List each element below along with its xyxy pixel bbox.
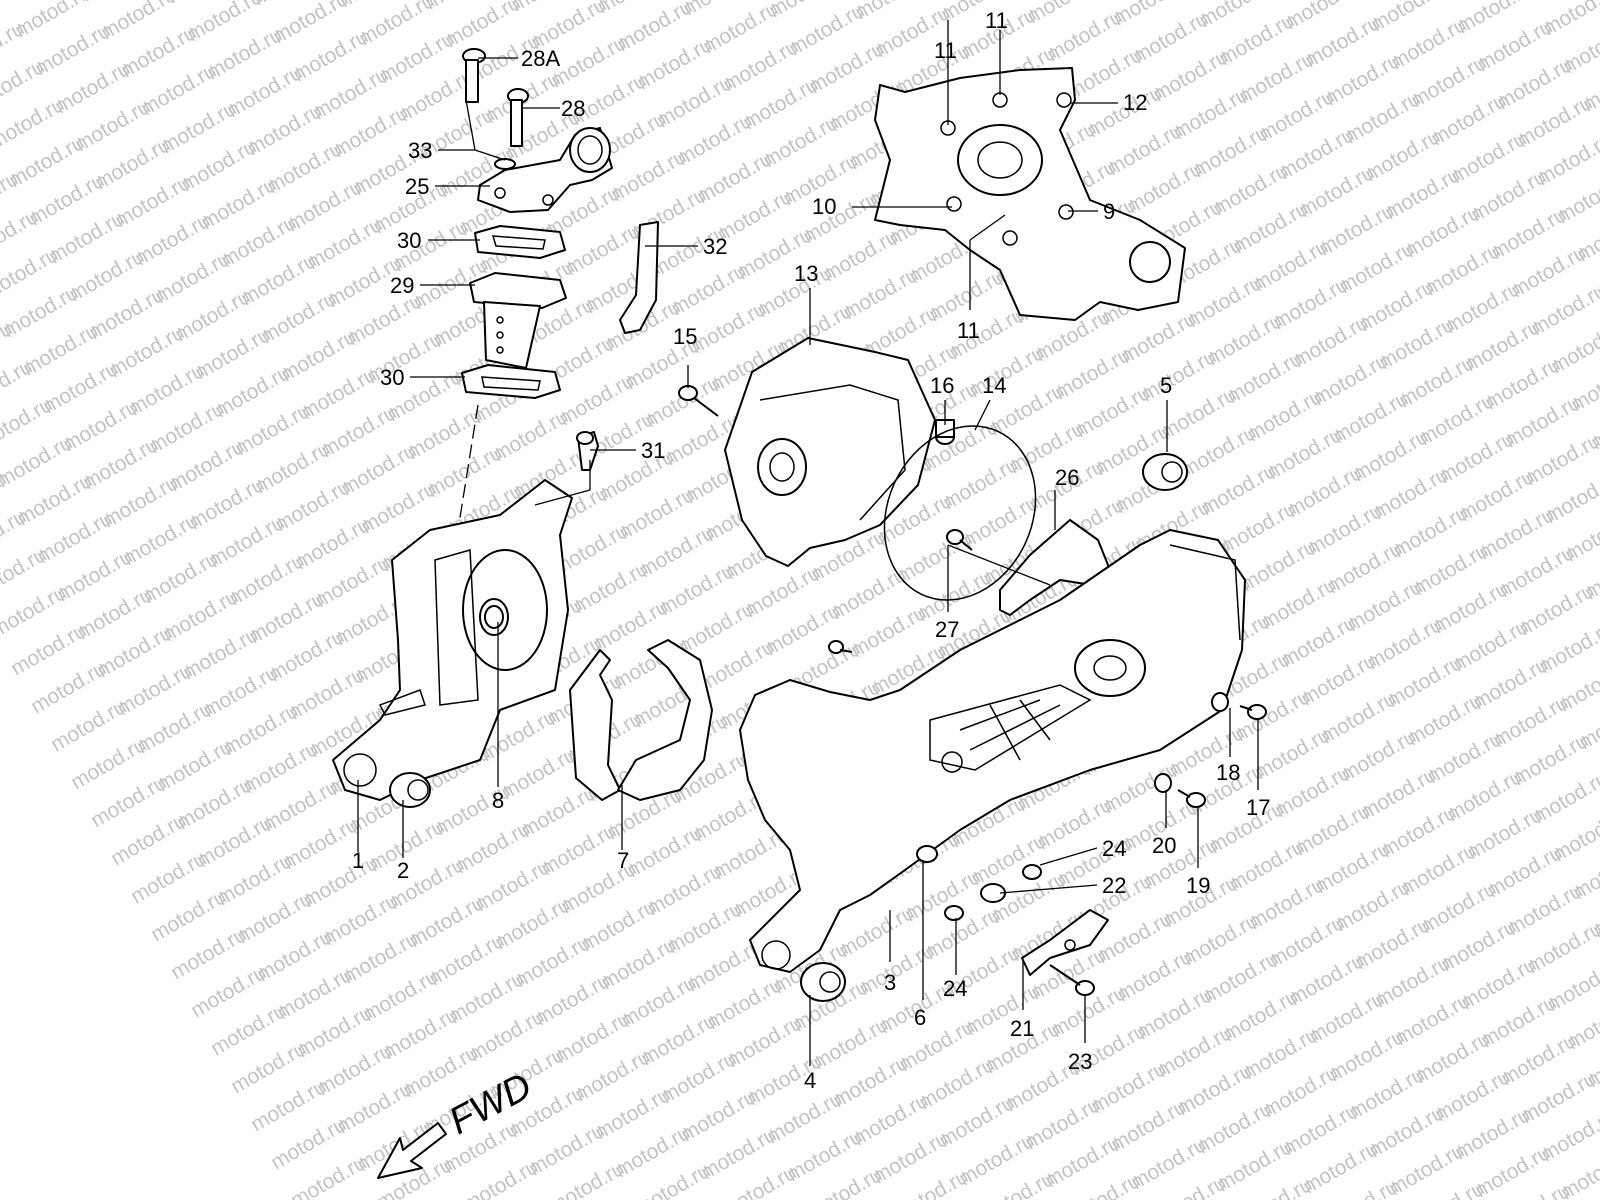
- bolt-28a: [462, 48, 486, 103]
- callout-7: 7: [617, 848, 629, 873]
- callout-32: 32: [703, 234, 727, 259]
- callout-19: 19: [1186, 873, 1210, 898]
- callout-2: 2: [397, 858, 409, 883]
- callout-11-a: 11: [934, 38, 957, 63]
- callout-8: 8: [492, 788, 504, 813]
- callout-4: 4: [804, 1068, 816, 1093]
- left-crankcase-half: [332, 479, 573, 801]
- callout-27: 27: [935, 617, 959, 642]
- bolt-17: [1239, 704, 1267, 720]
- callout-11-b: 11: [985, 8, 1008, 33]
- callout-6: 6: [914, 1005, 926, 1030]
- o-ring-14: [883, 425, 1037, 601]
- callout-21: 21: [1010, 1016, 1034, 1041]
- callout-15: 15: [673, 324, 697, 349]
- callout-9: 9: [1103, 199, 1115, 224]
- bearing-8: [484, 605, 504, 629]
- callout-14: 14: [982, 373, 1006, 398]
- bolt-23: [1049, 964, 1095, 996]
- callout-26: 26: [1055, 465, 1079, 490]
- leader-lines: [357, 20, 1259, 1066]
- callout-30-upper: 30: [397, 228, 421, 253]
- washer-20: [1154, 773, 1172, 793]
- callout-24-b: 24: [943, 976, 967, 1001]
- callout-labels: 28A 28 33 25 30 29 30 32 15 31 13 16 14 …: [352, 8, 1270, 1093]
- bolt-19: [1177, 789, 1206, 808]
- callout-30-lower: 30: [380, 365, 404, 390]
- callout-22: 22: [1102, 873, 1126, 898]
- washer-18: [1211, 692, 1229, 712]
- bolt-28: [507, 88, 529, 147]
- callout-28: 28: [561, 96, 585, 121]
- dowel-24-a: [1022, 864, 1042, 880]
- callout-33: 33: [408, 138, 432, 163]
- breather-fitting: [828, 640, 853, 654]
- clutch-cover-13: [724, 337, 936, 567]
- callout-3: 3: [884, 970, 896, 995]
- callout-10: 10: [812, 194, 836, 219]
- bushing-5: [1142, 453, 1188, 491]
- callout-28a: 28A: [521, 46, 560, 71]
- gasket-30-lower: [461, 364, 561, 399]
- callout-31: 31: [641, 438, 665, 463]
- callout-17: 17: [1246, 795, 1270, 820]
- callout-16: 16: [930, 373, 954, 398]
- callout-18: 18: [1216, 760, 1240, 785]
- gasket-7: [569, 639, 713, 801]
- dowel-24-b: [944, 905, 964, 921]
- screw-27: [946, 529, 973, 551]
- gasket-30-upper: [474, 225, 566, 259]
- bushing-2: [389, 772, 431, 808]
- callout-20: 20: [1152, 833, 1176, 858]
- callout-11-c: 11: [957, 318, 980, 343]
- callout-29: 29: [390, 273, 414, 298]
- rear-cover-plate: [874, 67, 1186, 321]
- callout-5: 5: [1160, 373, 1172, 398]
- callout-1: 1: [352, 848, 364, 873]
- callout-13: 13: [794, 261, 818, 286]
- callout-24-a: 24: [1102, 836, 1126, 861]
- bracket-21: [1021, 909, 1109, 976]
- callout-23: 23: [1068, 1049, 1092, 1074]
- right-crankcase-half: [739, 529, 1246, 973]
- forward-arrow-icon: [377, 1122, 447, 1179]
- fitting-31: [576, 431, 599, 471]
- callout-12: 12: [1123, 90, 1147, 115]
- callout-25: 25: [405, 174, 429, 199]
- bushing-4: [800, 962, 846, 1002]
- washer-33: [494, 158, 516, 170]
- bracket-32: [619, 221, 659, 334]
- dowel-6: [916, 845, 938, 863]
- intake-manifold: [477, 127, 613, 213]
